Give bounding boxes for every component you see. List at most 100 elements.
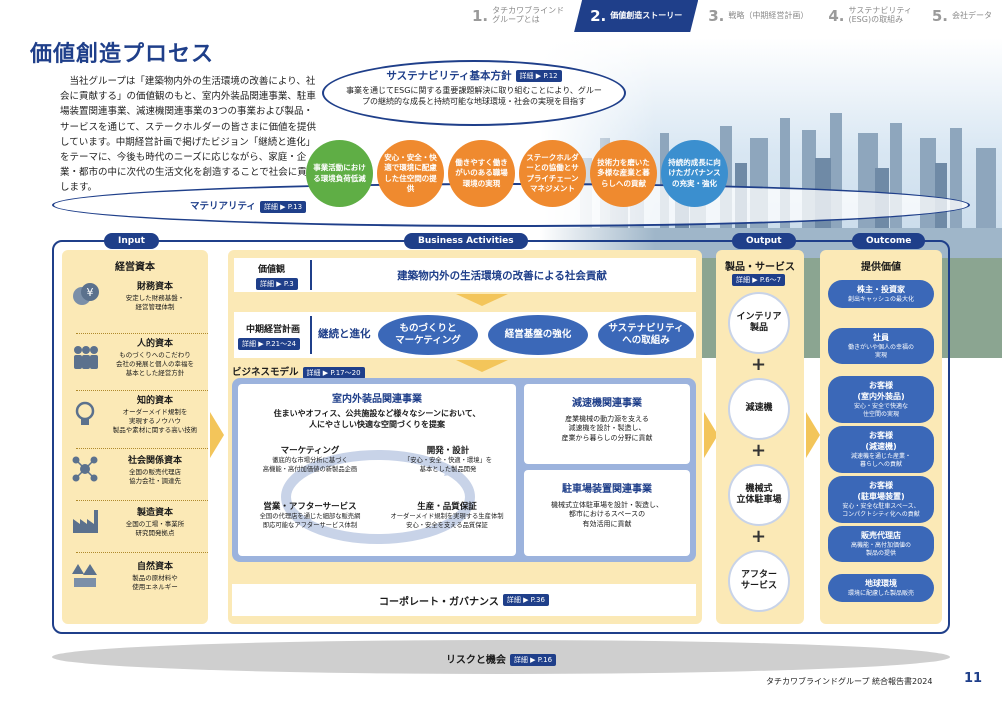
model-ref-tag[interactable]: 詳細 ▶ P.17〜20 xyxy=(303,367,365,379)
values-ref-tag[interactable]: 詳細 ▶ P.3 xyxy=(256,278,298,290)
nav-item-strategy[interactable]: 3.戦略（中期経営計画） xyxy=(698,0,818,32)
divider xyxy=(76,333,208,334)
output-item-reducer: 減速機 xyxy=(728,378,790,440)
intro-text: 当社グループは「建築物内外の生活環境の改善により、社会に貢献する」の価値観のもと… xyxy=(60,74,318,196)
nav-item-esg[interactable]: 4.サステナビリティ (ESG)の取組み xyxy=(818,0,922,32)
page-title: 価値創造プロセス xyxy=(30,36,214,68)
values-box: 価値観 詳細 ▶ P.3 建築物内外の生活環境の改善による社会貢献 xyxy=(234,258,696,292)
outcome-title: 提供価値 xyxy=(820,258,942,273)
model-label: ビジネスモデル詳細 ▶ P.17〜20 xyxy=(232,364,365,379)
output-item-interior: インテリア 製品 xyxy=(728,292,790,354)
materiality-item: ステークホルダーとの協働とサプライチェーンマネジメント xyxy=(519,140,586,207)
materiality-item: 技術力を磨いた多様な産業と暮らしへの貢献 xyxy=(590,140,657,207)
values-text: 建築物内外の生活環境の改善による社会貢献 xyxy=(310,260,692,290)
outcome-item: お客様 (駐車場装置)安心・安全な駐車スペース、 コンパクトシティ化への貢献 xyxy=(828,476,934,523)
outcome-header: Outcome xyxy=(852,233,925,249)
materiality-item: 安心・安全・快適で環境に配慮した住空間の提供 xyxy=(377,140,444,207)
outcome-item: 地球環境環境に配慮した製品販売 xyxy=(828,574,934,602)
outcome-item: お客様 (室内外装品)安心・安全で快適な 住空間の実現 xyxy=(828,376,934,423)
nav-label: 会社データ xyxy=(952,12,992,21)
yen-icon: ¥ xyxy=(68,278,102,312)
business-model-box: 室内外装品関連事業 住まいやオフィス、公共施設など様々なシーンにおいて、 人にや… xyxy=(232,378,696,562)
governance-label: コーポレート・ガバナンス xyxy=(379,593,499,608)
outcome-item: 株主・投資家創出キャッシュの最大化 xyxy=(828,280,934,308)
down-arrow-icon xyxy=(456,360,508,372)
parking-desc: 機械式立体駐車場を設計・製造し、 都市におけるスペースの 有効活用に貢献 xyxy=(524,501,690,529)
output-header: Output xyxy=(732,233,796,249)
outcome-item: 社員働きがいや個人の幸福の 実現 xyxy=(828,328,934,364)
plus-icon: + xyxy=(751,526,766,547)
nav-label: 戦略（中期経営計画） xyxy=(728,12,808,21)
svg-text:¥: ¥ xyxy=(87,286,94,299)
input-title: 経営資本 xyxy=(62,258,208,273)
sustainability-body: 事業を通じてESGに関する重要課題解決に取り組むことにより、グループの継続的な成… xyxy=(344,86,604,108)
input-item-social: 社会関係資本全国の販売代理店 協力会社・調達先 xyxy=(68,452,208,486)
people-icon xyxy=(68,340,102,374)
network-icon xyxy=(68,452,102,486)
reducer-business: 減速機関連事業 産業機械の動力源を支える 減速機を設計・製造し、 産業から暮らし… xyxy=(524,384,690,464)
parking-title: 駐車場装置関連事業 xyxy=(524,480,690,495)
interior-title: 室内外装品関連事業 xyxy=(238,390,516,405)
outcome-item: 販売代理店高機能・高付加価値の 製品の提供 xyxy=(828,526,934,562)
parking-business: 駐車場装置関連事業 機械式立体駐車場を設計・製造し、 都市におけるスペースの 有… xyxy=(524,470,690,556)
materiality-ref-tag[interactable]: 詳細 ▶ P.13 xyxy=(260,201,306,213)
divider xyxy=(76,448,208,449)
cycle-production: 生産・品質保証オーダーメイド規制を実現する生産体制 安心・安全を支える品質保証 xyxy=(380,502,514,530)
plus-icon: + xyxy=(751,440,766,461)
business-header: Business Activities xyxy=(404,233,528,249)
nav-label: 価値創造ストーリー xyxy=(610,12,682,21)
materiality-item: 事業活動における環境負荷低減 xyxy=(306,140,373,207)
governance-ref-tag[interactable]: 詳細 ▶ P.36 xyxy=(503,594,549,606)
sustainability-title: サステナビリティ基本方針 xyxy=(386,70,511,82)
sustainability-ref-tag[interactable]: 詳細 ▶ P.12 xyxy=(516,70,562,82)
interior-business: 室内外装品関連事業 住まいやオフィス、公共施設など様々なシーンにおいて、 人にや… xyxy=(238,384,516,556)
risk-label: リスクと機会詳細 ▶ P.16 xyxy=(0,651,1002,666)
input-item-natural: 自然資本製品の原材料や 使用エネルギー xyxy=(68,558,208,592)
nav-item-company-data[interactable]: 5.会社データ xyxy=(922,0,1002,32)
divider xyxy=(76,500,208,501)
materiality-item: 働きやすく働きがいのある職場環境の実現 xyxy=(448,140,515,207)
input-panel: 経営資本 ¥ 財務資本安定した財務基盤・ 経営管理体制 人的資本ものづくりへのこ… xyxy=(62,250,208,624)
cycle-development: 開発・設計「安心・安全・快適・環境」を 基本とした製品開発 xyxy=(388,446,508,474)
input-item-manufactured: 製造資本全国の工場・事業所 研究開発拠点 xyxy=(68,504,208,538)
lightbulb-icon xyxy=(68,397,102,431)
mid-term-plan-box: 中期経営計画 詳細 ▶ P.21〜24 継続と進化 ものづくりと マーケティング… xyxy=(234,312,696,358)
input-item-financial: ¥ 財務資本安定した財務基盤・ 経営管理体制 xyxy=(68,278,208,312)
plan-item: 経営基盤の強化 xyxy=(488,315,588,355)
input-item-intellectual: 知的資本オーダーメイド規制を 実現するノウハウ 製品や素材に関する高い技術 xyxy=(68,393,208,434)
nav-item-group[interactable]: 1.タチカワブラインド グループとは xyxy=(462,0,574,32)
materiality-label: マテリアリティ詳細 ▶ P.13 xyxy=(190,198,306,213)
plan-item: サステナビリティ への取組み xyxy=(598,315,694,355)
section-nav: 1.タチカワブラインド グループとは 2.価値創造ストーリー 3.戦略（中期経営… xyxy=(462,0,1002,32)
reducer-title: 減速機関連事業 xyxy=(524,394,690,409)
cycle-marketing: マーケティング徹底的な市場分析に基づく 高機能・高付加価値の新製品企画 xyxy=(250,446,370,474)
nature-icon xyxy=(68,558,102,592)
values-label: 価値観 xyxy=(258,262,285,275)
down-arrow-icon xyxy=(456,294,508,306)
outcome-panel: 提供価値 株主・投資家創出キャッシュの最大化 社員働きがいや個人の幸福の 実現 … xyxy=(820,250,942,624)
nav-item-value-story[interactable]: 2.価値創造ストーリー xyxy=(574,0,698,32)
plus-icon: + xyxy=(751,354,766,375)
output-panel: 製品・サービス 詳細 ▶ P.6〜7 インテリア 製品 + 減速機 + 機械式 … xyxy=(716,250,804,624)
nav-label: サステナビリティ (ESG)の取組み xyxy=(849,7,912,25)
outcome-item: お客様 (減速機)減速機を通じた産業・ 暮らしへの貢献 xyxy=(828,426,934,473)
plan-item: ものづくりと マーケティング xyxy=(378,315,478,355)
input-item-human: 人的資本ものづくりへのこだわり 会社の発展と個人の幸福を 基本とした経営方針 xyxy=(68,336,208,377)
factory-icon xyxy=(68,504,102,538)
materiality-circles: 事業活動における環境負荷低減 安心・安全・快適で環境に配慮した住空間の提供 働き… xyxy=(306,140,728,207)
nav-label: タチカワブラインド グループとは xyxy=(492,7,564,25)
input-header: Input xyxy=(104,233,159,249)
risk-ref-tag[interactable]: 詳細 ▶ P.16 xyxy=(510,654,556,666)
plan-label: 中期経営計画 xyxy=(246,322,300,335)
output-item-after-service: アフター サービス xyxy=(728,550,790,612)
output-ref-tag[interactable]: 詳細 ▶ P.6〜7 xyxy=(732,274,785,286)
page-number: 11 xyxy=(964,671,982,686)
footer-text: タチカワブラインドグループ 統合報告書2024 xyxy=(766,676,932,687)
governance-box: コーポレート・ガバナンス詳細 ▶ P.36 xyxy=(232,584,696,616)
output-item-parking: 機械式 立体駐車場 xyxy=(728,464,790,526)
interior-desc: 住まいやオフィス、公共施設など様々なシーンにおいて、 人にやさしい快適な空間づく… xyxy=(238,408,516,430)
plan-ref-tag[interactable]: 詳細 ▶ P.21〜24 xyxy=(238,338,300,350)
divider xyxy=(76,552,208,553)
divider xyxy=(76,390,208,391)
reducer-desc: 産業機械の動力源を支える 減速機を設計・製造し、 産業から暮らしの分野に貢献 xyxy=(524,415,690,443)
